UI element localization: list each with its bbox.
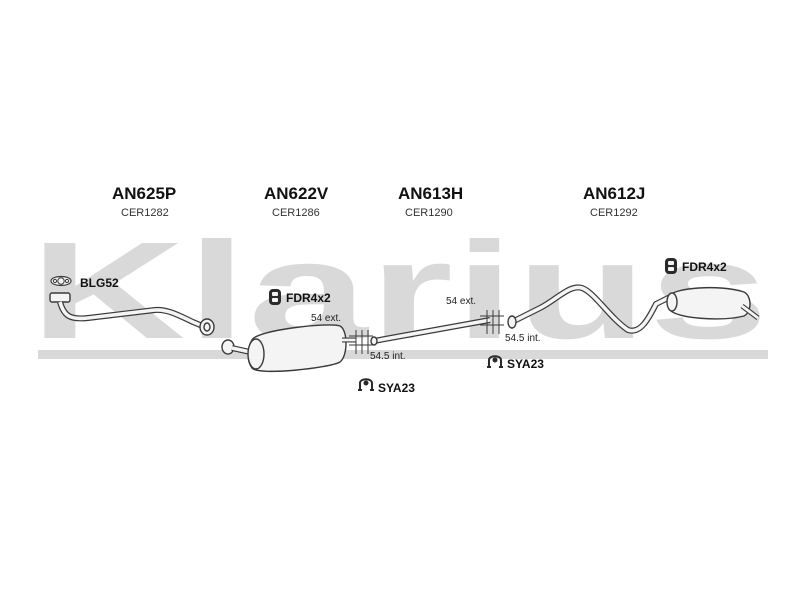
part-code-rear-silencer: AN612J bbox=[583, 184, 646, 203]
intermediate-pipe bbox=[370, 317, 491, 346]
centre-silencer bbox=[221, 324, 356, 373]
part-ref-centre-silencer: CER1286 bbox=[272, 207, 320, 219]
clamp-icon bbox=[487, 355, 503, 368]
front-pipe bbox=[49, 292, 215, 336]
dimension-ext-rear: 54 ext. bbox=[446, 296, 477, 307]
dimension-int-front: 54.5 int. bbox=[370, 351, 406, 362]
joint-front bbox=[349, 330, 373, 354]
part-code-intermediate-pipe: AN613H bbox=[398, 184, 464, 203]
rear-silencer bbox=[507, 284, 760, 334]
rubber-mount-icon bbox=[665, 258, 677, 274]
gasket-label: BLG52 bbox=[80, 276, 119, 290]
dimension-ext-front: 54 ext. bbox=[311, 313, 342, 324]
watermark-text: Klarius bbox=[30, 214, 770, 368]
mount-front-label: FDR4x2 bbox=[286, 291, 331, 305]
dimension-int-rear: 54.5 int. bbox=[505, 333, 541, 344]
clamp-mid-label: SYA23 bbox=[378, 381, 415, 395]
clamp-icon bbox=[358, 378, 374, 391]
part-ref-front-pipe: CER1282 bbox=[121, 207, 169, 219]
part-ref-rear-silencer: CER1292 bbox=[590, 207, 638, 219]
joint-rear bbox=[480, 310, 504, 334]
rubber-mount-icon bbox=[269, 289, 281, 305]
part-code-centre-silencer: AN622V bbox=[264, 184, 329, 203]
mount-rear-label: FDR4x2 bbox=[682, 260, 727, 274]
watermark-underline bbox=[38, 350, 768, 359]
gasket-icon bbox=[50, 275, 72, 287]
part-ref-intermediate-pipe: CER1290 bbox=[405, 207, 453, 219]
part-code-front-pipe: AN625P bbox=[112, 184, 177, 203]
clamp-rear-label: SYA23 bbox=[507, 357, 544, 371]
